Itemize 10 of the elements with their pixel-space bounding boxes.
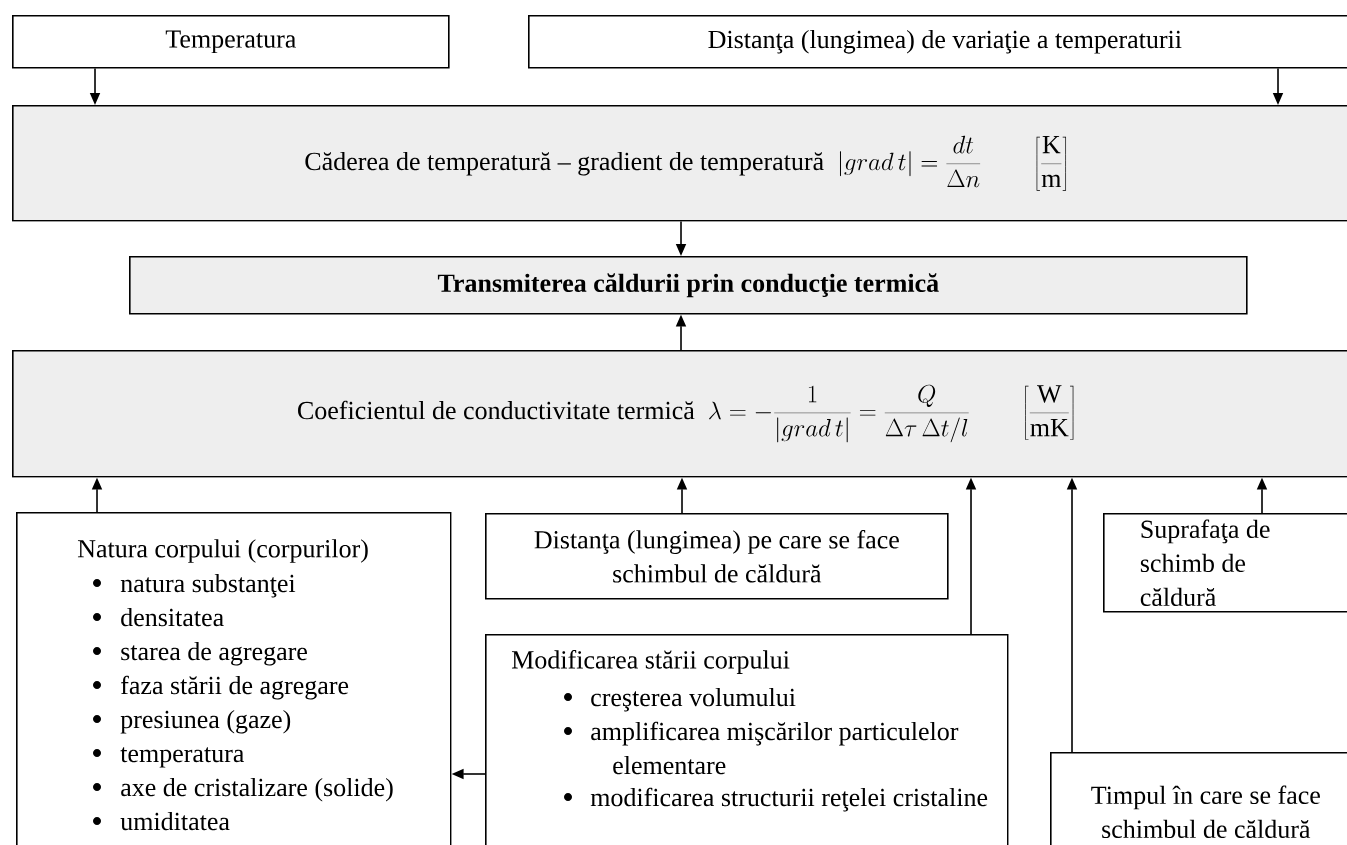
list-box: Natura corpului (corpurilor) natura substanţei densitatea starea de agregare faza stării de agregare presiunea (gaze) temperatura axe de cristalizare (solide) umiditatea <box>16 512 452 845</box>
process-box: Timpul în care se face schimbul de căldură <box>1050 752 1347 845</box>
list-box: Modificarea stării corpului creşterea volumului amplificarea mişcărilor particulelor elementare modificarea structurii reţelei cristaline <box>485 634 1009 845</box>
formula-box: Coeficientul de conductivitate termică $\lambda = -\frac{1}{\left|grad\,t\right|} = \frac{Q}{\Delta\tau\,\Delta t/l}$ $\left[\frac{\mathrm{W}}{\mathrm{mK}}\right]$ <box>12 350 1347 478</box>
process-box: Distanţa (lungimea) pe care se face schimbul de căldură <box>485 513 949 600</box>
result-box: Transmiterea căldurii prin conducţie termică <box>129 256 1248 315</box>
process-box: Suprafaţa de schimb de căldură <box>1103 513 1347 613</box>
process-box: Temperatura <box>12 15 450 69</box>
process-box: Distanţa (lungimea) de variaţie a temperaturii <box>528 15 1347 69</box>
formula-box: Căderea de temperatură – gradient de temperatură $\left|grad\,t\right| = \frac{dt}{\Delta n}$ $\left[\frac{\mathrm{K}}{\mathrm{m}}\right]$ <box>12 105 1347 222</box>
